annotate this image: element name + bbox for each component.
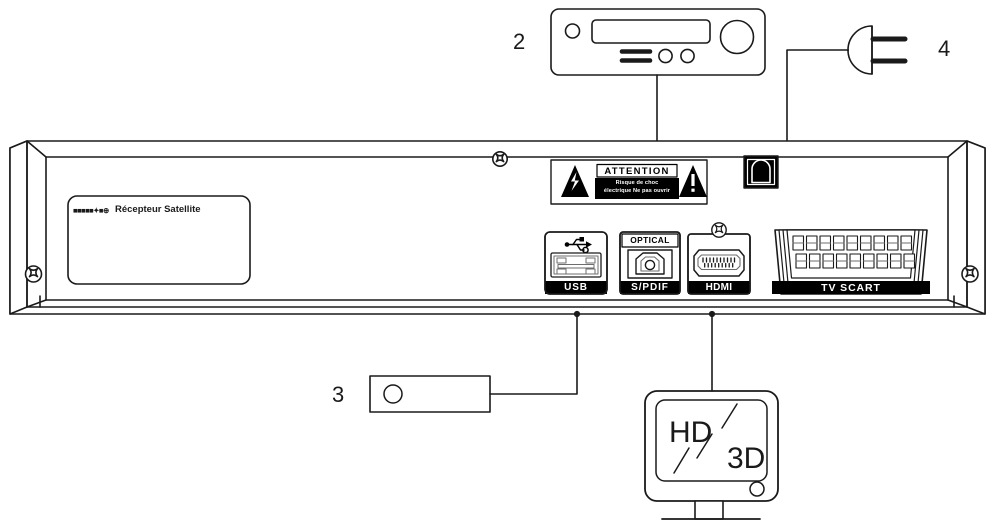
warning-label: [550, 159, 708, 205]
tv-text-3d: 3D: [727, 442, 766, 475]
port-label-hdmi: HDMI: [705, 282, 733, 293]
port-usb: [544, 231, 608, 295]
callout-number-4: 4: [938, 36, 951, 61]
screw-top-center: [491, 151, 508, 168]
ac-power-inlet-socket: [743, 155, 779, 189]
leader-line-television: [708, 310, 716, 392]
port-scart: [772, 229, 930, 295]
port-label-usb: USB: [564, 282, 588, 293]
tv-text-hd: HD: [669, 416, 713, 449]
lightning-bolt-triangle-icon: [561, 165, 589, 197]
ac-power-plug: [847, 25, 908, 75]
brand-plate: [67, 195, 251, 285]
exclamation-triangle-icon: [679, 165, 707, 197]
screw-hdmi-top: [711, 222, 727, 238]
optical-toslink-icon: [627, 249, 673, 279]
brand-model-text: Récepteur Satellite: [115, 204, 201, 215]
usb-socket-shape: [550, 252, 602, 278]
screw-right-side: [961, 265, 979, 283]
port-label-spdif: S/PDIF: [631, 282, 669, 293]
port-sublabel-optical: OPTICAL: [630, 235, 670, 245]
brand-wordmark-logo: ■■■■■✦■⊕: [73, 206, 109, 215]
screen-glare-lines: [673, 403, 738, 474]
leader-line-usb-drive: [489, 310, 581, 395]
warning-line-1: Risque de choc: [615, 180, 659, 186]
callout-number-2: 2: [513, 29, 526, 54]
port-spdif: [619, 231, 681, 295]
screw-left-side: [24, 265, 43, 283]
usb-trident-icon: [564, 237, 592, 254]
port-hdmi: [687, 222, 751, 295]
usb-flash-drive: [369, 375, 491, 413]
callout-number-3: 3: [332, 382, 345, 407]
warning-title: ATTENTION: [604, 166, 670, 177]
warning-line-2: électrique Ne pas ouvrir: [603, 188, 671, 194]
rocker-bars: [619, 49, 653, 63]
port-label-scart: TV SCART: [821, 282, 881, 294]
hdmi-connector-icon: [693, 249, 745, 277]
front-panel-display-unit: [550, 8, 766, 76]
hd-3d-television: [644, 390, 779, 520]
